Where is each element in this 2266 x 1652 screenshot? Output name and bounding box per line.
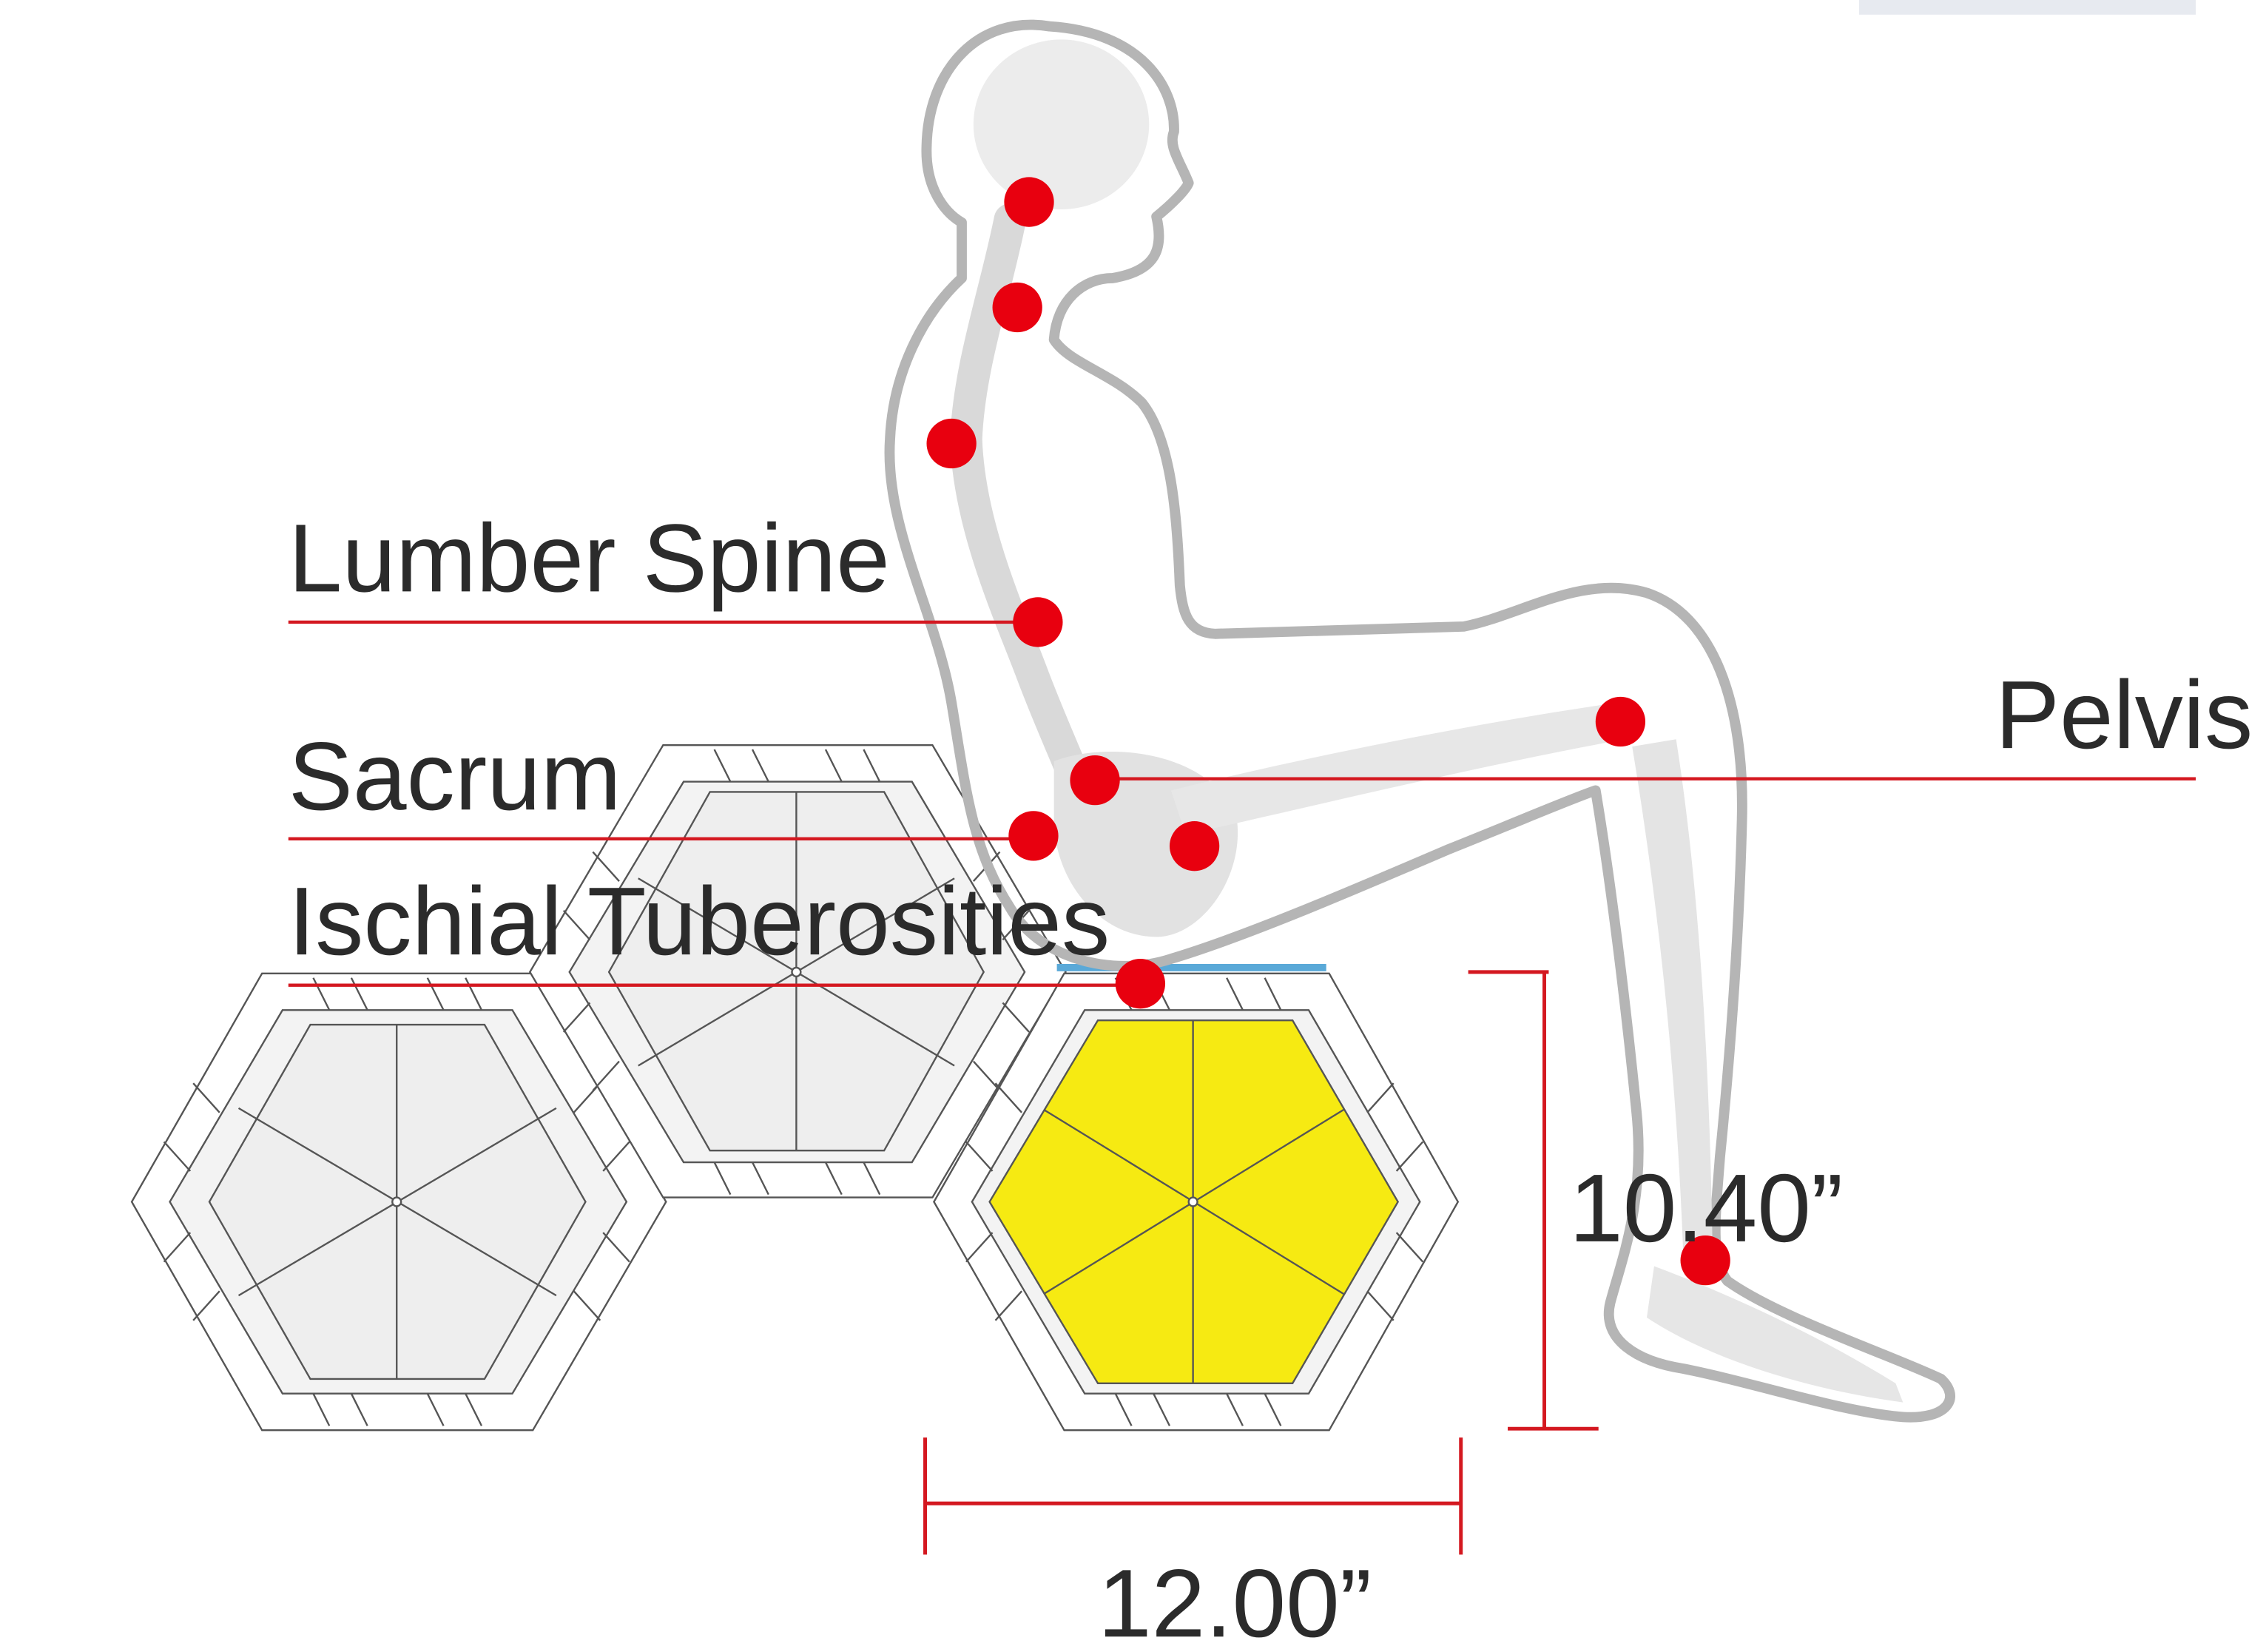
pressure-point-hip: [1169, 821, 1220, 871]
pressure-point-ischial: [1115, 959, 1166, 1009]
hex-module-highlighted: [933, 972, 1460, 1432]
body-outline: [884, 19, 1955, 1423]
foot-bones: [1647, 1266, 1903, 1403]
spine: [950, 203, 1107, 836]
pressure-points: [926, 177, 1730, 1286]
pressure-point-sacrum: [1008, 811, 1059, 861]
label-ischial-tuberosities: Ischial Tuberosities: [289, 867, 1110, 975]
pressure-point-neck-upper: [1004, 177, 1054, 227]
label-lumber-spine: Lumber Spine: [289, 504, 890, 612]
corner-tab: [1858, 0, 2196, 15]
height-dimension-label: 10.40”: [1569, 1154, 1843, 1262]
pressure-point-pelvis: [1070, 755, 1120, 806]
pressure-point-knee: [1595, 696, 1646, 747]
width-dimension-label: 12.00”: [1098, 1549, 1372, 1648]
human-figure: [884, 19, 1955, 1423]
hex-modules: [130, 744, 1460, 1432]
pressure-point-lumber-spine: [1013, 597, 1063, 647]
leader-lines: [288, 620, 2196, 987]
width-dimension: [923, 1437, 1463, 1555]
label-pelvis: Pelvis: [1995, 661, 2253, 769]
hex-module-left: [130, 972, 667, 1432]
pressure-point-ankle: [1680, 1235, 1730, 1286]
pressure-point-thoracic: [926, 418, 977, 469]
hex-module-middle: [528, 744, 1067, 1198]
skull: [973, 39, 1150, 209]
femur: [1170, 702, 1625, 835]
tibia: [1632, 739, 1713, 1259]
label-sacrum: Sacrum: [289, 722, 621, 830]
pressure-point-neck-lower: [992, 282, 1042, 333]
height-dimension: [1468, 970, 1599, 1431]
